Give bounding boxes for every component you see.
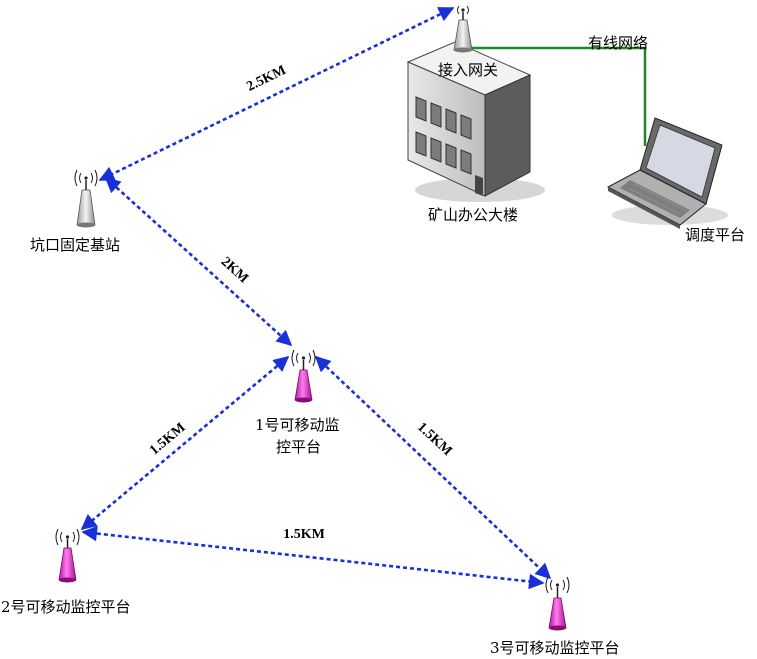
link-p1-p3	[314, 355, 552, 580]
platform3-antenna-icon	[545, 576, 570, 631]
link-gateway-fixed	[98, 6, 455, 182]
fixed-station-label: 坑口固定基站	[30, 236, 120, 254]
wireless-links	[80, 6, 552, 590]
mine-office-label: 矿山办公大楼	[428, 206, 518, 224]
platform1-label-line2: 控平台	[276, 438, 321, 456]
platform2-antenna-icon	[55, 528, 80, 583]
platform3-label: 3号可移动监控平台	[490, 639, 620, 657]
distance-p1-p3: 1.5KM	[414, 420, 455, 459]
link-p1-p2	[80, 356, 290, 530]
distance-fixed-p1: 2KM	[218, 254, 251, 286]
office-building-icon	[406, 41, 545, 202]
fixed-station-antenna-icon	[74, 169, 98, 228]
platform2-label: 2号可移动监控平台	[1, 598, 131, 616]
link-p2-p3	[81, 525, 545, 590]
platform1-label-line1: 1号可移动监	[255, 416, 340, 434]
distance-p2-p3: 1.5KM	[283, 527, 325, 542]
link-fixed-p1	[104, 176, 293, 347]
platform1-antenna-icon	[291, 349, 316, 403]
access-gateway-label: 接入网关	[438, 61, 498, 79]
wired-network-link	[470, 46, 647, 146]
laptop-icon	[606, 117, 728, 229]
gateway-antenna-icon	[453, 5, 473, 53]
distance-p1-p2: 1.5KM	[147, 420, 189, 458]
wired-network-label: 有线网络	[588, 34, 648, 52]
dispatch-platform-label: 调度平台	[685, 226, 745, 244]
